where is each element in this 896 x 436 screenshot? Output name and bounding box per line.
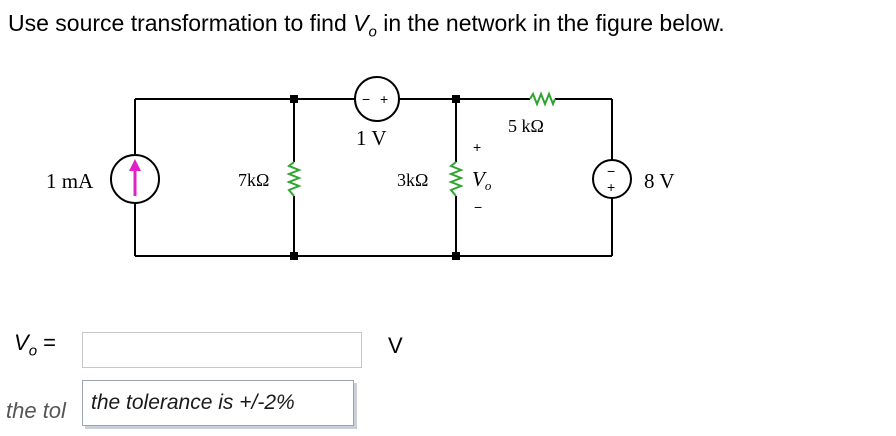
circuit-diagram: 1 mA 7kΩ − + 1 V 3kΩ + Vo − 5 kΩ − + 8 V: [46, 76, 675, 260]
answer-input[interactable]: [82, 332, 362, 368]
voltage-source-1v-plus: +: [380, 91, 388, 107]
vo-minus-sign: −: [474, 199, 482, 215]
resistor-3k-label: 3kΩ: [397, 170, 428, 190]
voltage-source-1v-icon: [354, 76, 400, 122]
question-prefix: Use source transformation to find: [8, 10, 354, 36]
node-bottom-1: [290, 252, 298, 260]
answer-label: Vo =: [14, 330, 56, 359]
vo-plus-sign: +: [473, 139, 481, 155]
node-bottom-2: [452, 252, 460, 260]
node-top-1: [290, 95, 298, 103]
tolerance-tooltip: the tolerance is +/-2%: [82, 380, 354, 426]
question-var-subscript: o: [368, 23, 377, 41]
voltage-source-8v-minus: −: [607, 163, 615, 179]
resistor-7k-icon: [286, 161, 302, 197]
resistor-7k-label: 7kΩ: [238, 170, 269, 190]
voltage-source-8v-icon: [592, 159, 632, 199]
current-source-icon: [110, 154, 160, 204]
question-var: V: [353, 10, 369, 36]
tolerance-hint-text: the tol: [6, 398, 66, 423]
voltage-source-1v-label: 1 V: [356, 126, 387, 150]
resistor-5k-label: 5 kΩ: [508, 116, 544, 136]
resistor-3k-icon: [448, 161, 464, 197]
voltage-source-8v-label: 8 V: [644, 169, 675, 193]
answer-label-var: V: [14, 330, 29, 355]
answer-label-subscript: o: [28, 342, 38, 360]
voltage-source-8v-plus: +: [607, 179, 615, 195]
answer-unit: V: [388, 333, 403, 358]
voltage-source-1v-minus: −: [362, 91, 370, 107]
answer-label-equals: =: [37, 330, 56, 355]
resistor-5k-icon: [529, 91, 556, 107]
current-source-label: 1 mA: [46, 169, 94, 193]
node-top-2: [452, 95, 460, 103]
question-text: Use source transformation to find Vo in …: [8, 10, 725, 41]
vo-label: Vo: [472, 167, 492, 193]
question-suffix: in the network in the figure below.: [376, 10, 725, 36]
